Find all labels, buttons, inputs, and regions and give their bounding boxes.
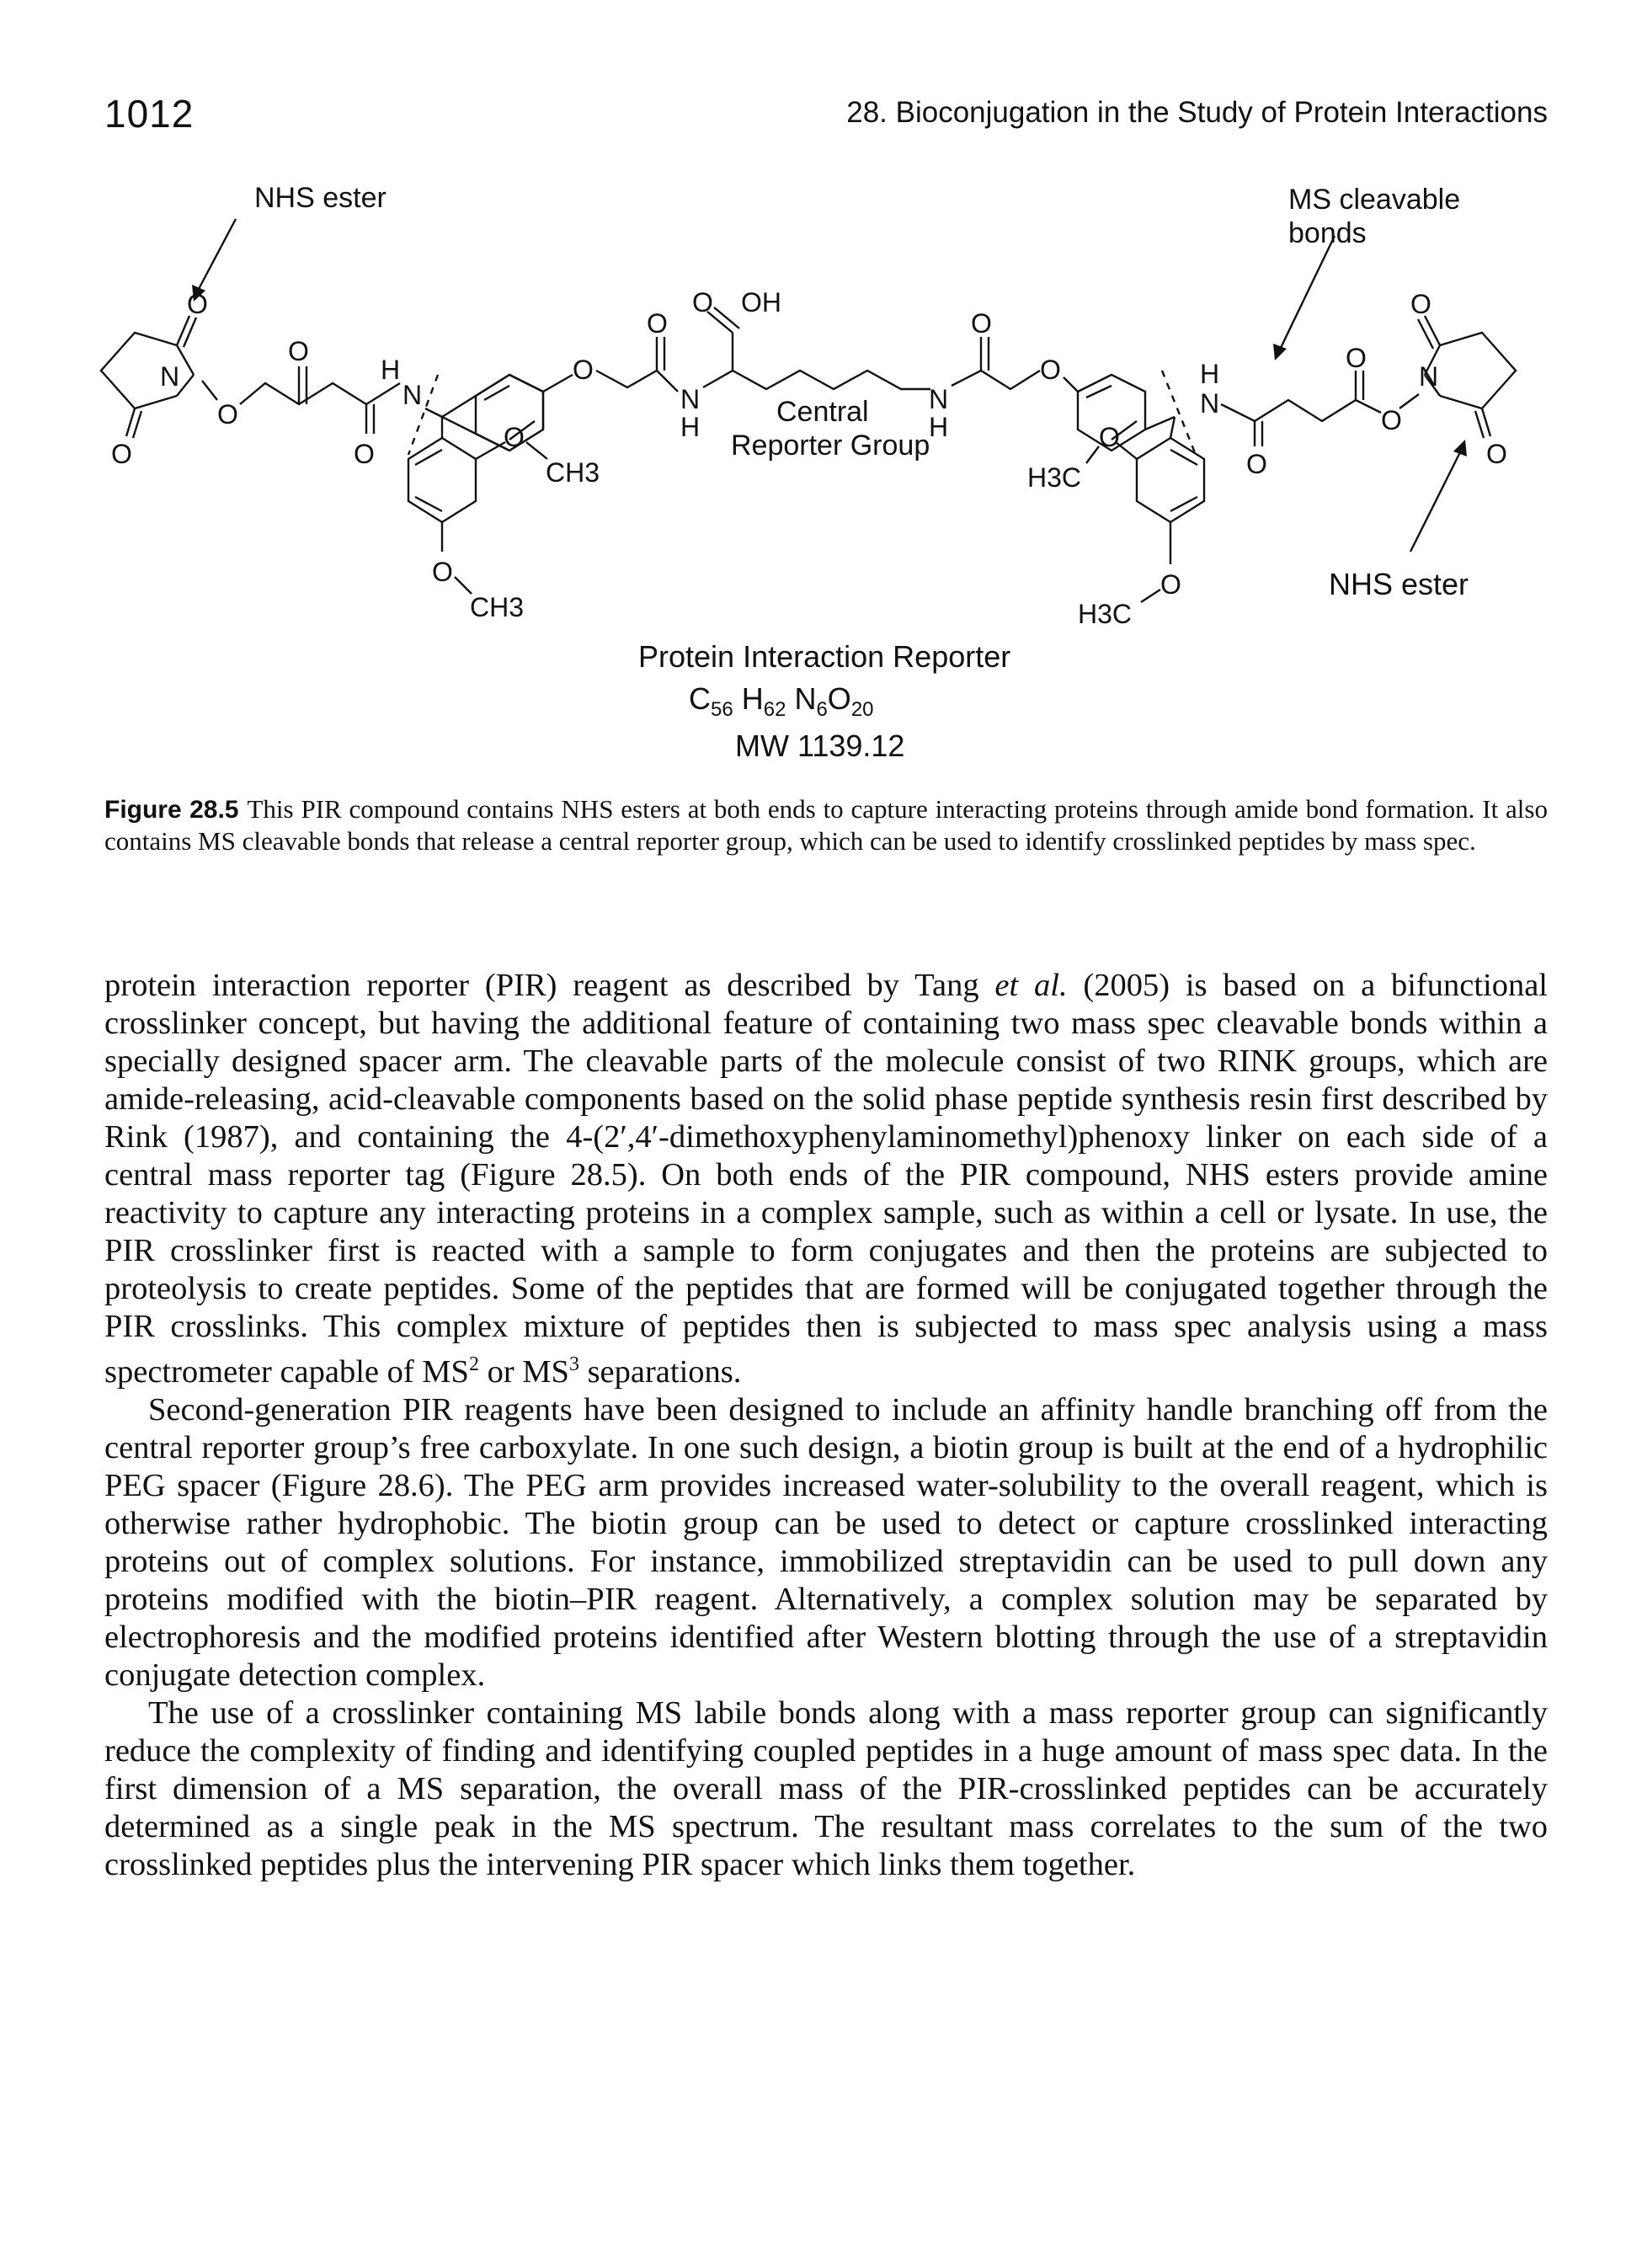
atom-o: O (1099, 422, 1120, 452)
atom-h: H (381, 355, 400, 385)
atom-n: N (929, 384, 948, 414)
compound-name: Protein Interaction Reporter (638, 639, 1011, 674)
atom-n: N (160, 361, 179, 392)
atom-o: O (692, 287, 713, 318)
right-succinimide-ring (1416, 315, 1517, 439)
atom-o: O (1040, 355, 1061, 385)
atom-o: O (288, 336, 309, 366)
pir-structure-diagram: O O N O O O H N O (99, 218, 1517, 629)
atom-n: N (403, 380, 422, 410)
atom-o: O (1246, 449, 1267, 479)
nhs-ester-right-label: NHS ester (1329, 567, 1469, 601)
central-group-label-line2: Reporter Group (731, 430, 930, 462)
running-head: 28. Bioconjugation in the Study of Prote… (846, 96, 1548, 129)
atom-h: H (929, 412, 948, 442)
nhs-ester-right-arrow (1409, 440, 1467, 552)
atom-h3c: H3C (1027, 462, 1081, 493)
atom-ch3: CH3 (546, 457, 600, 488)
atom-o: O (1486, 439, 1507, 469)
atom-h: H (1200, 359, 1219, 389)
atom-o: O (1160, 569, 1181, 600)
atom-o: O (1381, 405, 1402, 435)
atom-h3c: H3C (1078, 599, 1132, 629)
paragraph-3: The use of a crosslinker containing MS l… (104, 1694, 1548, 1882)
atom-o: O (1346, 343, 1367, 373)
atom-o: O (504, 422, 525, 452)
atom-o: O (432, 557, 453, 587)
atom-o: O (217, 399, 238, 430)
atom-o: O (971, 308, 992, 339)
atom-o: O (354, 439, 375, 469)
paragraph-1: protein interaction reporter (PIR) reage… (104, 968, 1549, 1390)
atom-o: O (111, 439, 132, 469)
atom-o: O (573, 355, 594, 385)
left-dimethoxyphenyl-ring (407, 436, 477, 524)
paragraph-2: Second-generation PIR reagents have been… (104, 1391, 1548, 1693)
left-upper-phenyl-ring (440, 373, 545, 452)
atom-oh: OH (741, 287, 781, 318)
caption-text: This PIR compound contains NHS esters at… (104, 794, 1548, 856)
atom-n: N (680, 384, 700, 414)
atom-ch3: CH3 (470, 592, 524, 622)
atom-h: H (680, 412, 700, 442)
atom-n: N (1419, 361, 1438, 392)
nhs-ester-left-arrow (192, 218, 237, 302)
body-text: protein interaction reporter (PIR) reage… (104, 967, 1548, 1884)
molecular-weight: MW 1139.12 (735, 728, 905, 763)
ms-cleavable-arrow (1273, 235, 1336, 360)
caption-label: Figure 28.5 (104, 796, 239, 824)
molecular-formula: C56 H62 N6O20 (689, 681, 874, 722)
page-number: 1012 (104, 92, 195, 136)
central-group-label-line1: Central (776, 396, 869, 428)
figure-28-5: O O N O O O H N O (67, 168, 1575, 775)
atom-n: N (1200, 388, 1219, 419)
page-header: 1012 28. Bioconjugation in the Study of … (104, 91, 1548, 141)
ms-cleavable-label-line2: bonds (1288, 217, 1367, 249)
atom-o: O (647, 308, 668, 339)
nhs-ester-left-label: NHS ester (254, 182, 387, 214)
atom-o: O (1410, 289, 1431, 319)
left-succinimide-ring (99, 315, 198, 439)
ms-cleavable-label-line1: MS cleavable (1288, 184, 1461, 216)
